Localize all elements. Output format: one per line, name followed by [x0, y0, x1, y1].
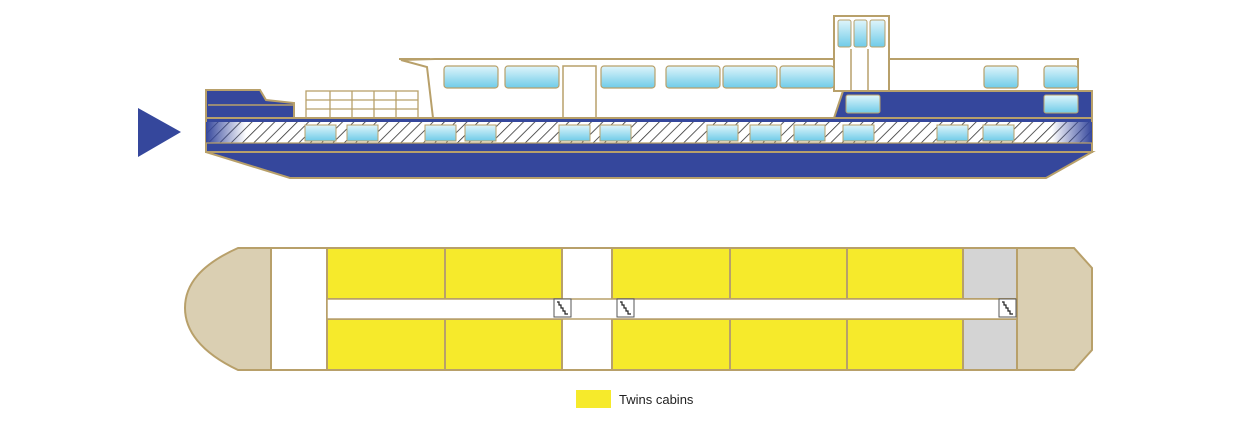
- stairs-icon: [616, 298, 635, 318]
- forward-lobby: [270, 247, 328, 371]
- legend-label-twins: Twins cabins: [619, 391, 694, 407]
- bow-end: [183, 247, 272, 371]
- twin-cabin: [444, 318, 563, 371]
- twin-cabin: [611, 318, 731, 371]
- deck-railing: [305, 90, 419, 119]
- door: [562, 65, 597, 119]
- legend-swatch-twins: [576, 390, 611, 408]
- twin-cabins-top: [326, 247, 964, 300]
- twin-cabin: [729, 247, 848, 300]
- twin-cabin: [326, 318, 446, 371]
- twin-cabin: [729, 318, 848, 371]
- deck-plan: [183, 247, 1093, 371]
- stairs-icon: [553, 298, 572, 318]
- service-room-top: [962, 247, 1018, 300]
- ship-side-view: [138, 15, 1096, 179]
- twin-cabin: [846, 247, 964, 300]
- corridor: [326, 298, 1018, 320]
- cabin-windows: [304, 124, 1015, 142]
- upper-windows: [443, 65, 1079, 89]
- twin-cabin: [326, 247, 446, 300]
- twin-cabin: [846, 318, 964, 371]
- twin-cabins-bottom: [326, 318, 964, 371]
- service-room-bottom: [962, 318, 1018, 371]
- twin-cabin: [444, 247, 563, 300]
- lower-hull: [205, 151, 1096, 179]
- play-triangle-icon: [138, 108, 181, 157]
- legend: Twins cabins: [576, 390, 693, 408]
- stern-end: [1016, 247, 1093, 371]
- stairs-icon: [998, 298, 1017, 318]
- twin-cabin: [611, 247, 731, 300]
